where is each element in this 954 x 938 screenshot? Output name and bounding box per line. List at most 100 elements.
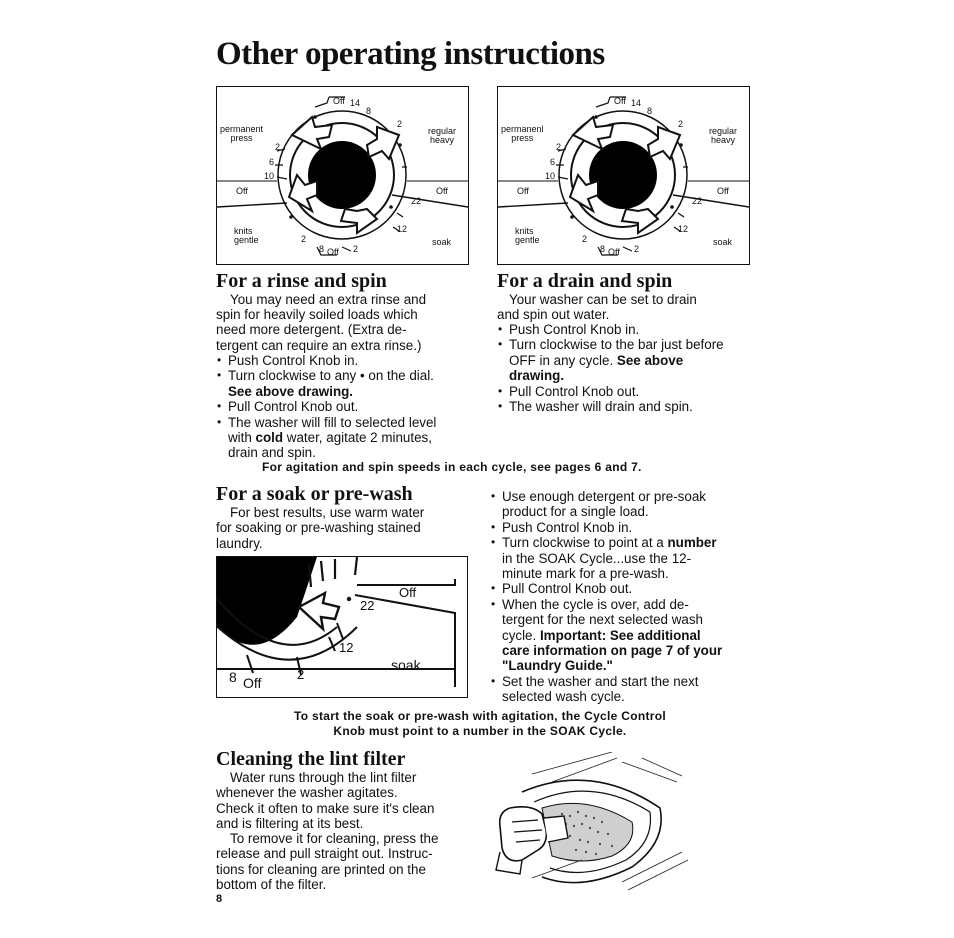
- soak-closeup-off-bottom: Off: [243, 675, 262, 691]
- drain-step: Push Control Knob in.: [497, 322, 724, 338]
- soak-note-line: To start the soak or pre-wash with agita…: [293, 709, 667, 723]
- dial-label-12: 12: [397, 224, 408, 234]
- soak-closeup-8: 8: [229, 669, 237, 685]
- dial-label-2-top: 2: [678, 119, 684, 129]
- dial-label-6: 6: [550, 157, 556, 167]
- soak-intro-line: For best results, use warm water: [230, 505, 425, 520]
- soak-step: Use enough detergent or pre-soakproduct …: [490, 489, 722, 520]
- dial-label-knits-gentle: knits gentle: [515, 226, 540, 245]
- dial-label-2-left: 2: [275, 142, 281, 152]
- dial-label-off-left: Off: [517, 186, 529, 196]
- lint-line: Water runs through the lint filter: [230, 770, 417, 785]
- dial-label-2-bottom: 2: [634, 244, 640, 254]
- dial-label-2-bottom-left: 2: [582, 234, 588, 244]
- section-heading-drain: For a drain and spin: [497, 270, 673, 292]
- soak-intro-line: laundry.: [216, 535, 263, 551]
- dial-label-off-top: Off: [333, 96, 345, 106]
- section-heading-lint: Cleaning the lint filter: [216, 748, 406, 770]
- drain-step: Turn clockwise to the bar just beforeOFF…: [497, 337, 724, 383]
- soak-intro-line: for soaking or pre-washing stained: [216, 520, 421, 536]
- dial-label-6: 6: [269, 157, 275, 167]
- dial-illustration: [498, 96, 749, 256]
- drain-intro-line: Your washer can be set to drain: [509, 292, 697, 307]
- lint-line: Check it often to make sure it's clean: [216, 800, 435, 816]
- lint-line: release and pull straight out. Instruc-: [216, 846, 433, 862]
- section-heading-rinse: For a rinse and spin: [216, 270, 387, 292]
- dial-label-knits-gentle: knits gentle: [234, 226, 259, 245]
- drain-steps: Push Control Knob in. Turn clockwise to …: [497, 322, 724, 415]
- soak-closeup-off: Off: [399, 585, 417, 600]
- soak-note: To start the soak or pre-wash with agita…: [230, 709, 730, 739]
- dial-label-2-left: 2: [556, 142, 562, 152]
- agitation-note: For agitation and spin speeds in each cy…: [262, 460, 642, 474]
- rinse-intro-line: spin for heavily soiled loads which: [216, 307, 418, 322]
- dial-label-off-right: Off: [436, 186, 448, 196]
- rinse-steps: Push Control Knob in. Turn clockwise to …: [216, 353, 436, 461]
- rinse-intro-line: You may need an extra rinse and: [230, 292, 427, 307]
- rinse-step: Push Control Knob in.: [216, 353, 436, 369]
- soak-step: Set the washer and start the nextselecte…: [490, 674, 722, 705]
- rinse-step: The washer will fill to selected levelwi…: [216, 415, 436, 461]
- soak-note-line: Knob must point to a number in the SOAK …: [333, 724, 627, 738]
- dial-label-2-bottom-left: 2: [301, 234, 307, 244]
- soak-dial-illustration: [217, 557, 456, 687]
- dial-label-off-bottom: Off: [608, 247, 620, 257]
- drain-intro-line: and spin out water.: [497, 307, 610, 323]
- dial-label-2-bottom: 2: [353, 244, 359, 254]
- drain-intro: Your washer can be set to drain and spin…: [497, 292, 697, 323]
- dial-illustration: [217, 96, 468, 256]
- page-title: Other operating instructions: [216, 36, 605, 72]
- rinse-intro-line: tergent can require an extra rinse.): [216, 337, 422, 353]
- section-heading-soak: For a soak or pre-wash: [216, 483, 413, 505]
- dial-label-2-top: 2: [397, 119, 403, 129]
- dial-label-8-top: 8: [366, 106, 372, 116]
- soak-steps: Use enough detergent or pre-soakproduct …: [490, 489, 722, 705]
- soak-step: Push Control Knob in.: [490, 520, 722, 536]
- rinse-intro-rest: spin for heavily soiled loads which need…: [216, 307, 421, 353]
- rinse-step: Pull Control Knob out.: [216, 399, 436, 415]
- dial-label-22: 22: [411, 196, 422, 206]
- dial-label-10: 10: [264, 171, 275, 181]
- soak-step: Pull Control Knob out.: [490, 581, 722, 597]
- dial-label-soak: soak: [713, 237, 733, 247]
- drain-step: The washer will drain and spin.: [497, 399, 724, 415]
- lint-filter-illustration: [495, 752, 689, 891]
- lint-line: and is filtering at its best.: [216, 816, 364, 832]
- rinse-step: Turn clockwise to any • on the dial.See …: [216, 368, 436, 399]
- soak-closeup-2: 2: [297, 667, 305, 682]
- lint-line: bottom of the filter.: [216, 877, 327, 893]
- soak-closeup-22: 22: [360, 598, 375, 613]
- dial-label-22: 22: [692, 196, 703, 206]
- dial-label-8-bottom: 8: [319, 244, 325, 254]
- dial-label-8-bottom: 8: [600, 244, 606, 254]
- lint-line: tions for cleaning are printed on the: [216, 861, 426, 877]
- page-number: 8: [216, 893, 223, 905]
- dial-label-permanent-press: permanent press: [220, 124, 264, 143]
- soak-closeup-12: 12: [339, 640, 354, 655]
- dial-diagram-drain: Off 14 8 2 permanenl press regular heavy…: [497, 86, 750, 265]
- lint-line: To remove it for cleaning, press the: [230, 831, 439, 846]
- dial-label-regular-heavy: regular heavy: [709, 126, 738, 145]
- lint-paragraph-1: Water runs through the lint filter whene…: [216, 770, 434, 832]
- soak-dial-closeup: Off 22 12 soak 8 Off 2: [216, 556, 468, 698]
- dial-label-off-bottom: Off: [327, 247, 339, 257]
- soak-closeup-soak: soak: [391, 657, 421, 673]
- soak-step: When the cycle is over, add de-tergent f…: [490, 597, 722, 674]
- lint-paragraph-2: To remove it for cleaning, press the rel…: [216, 831, 438, 893]
- drain-step: Pull Control Knob out.: [497, 384, 724, 400]
- dial-label-off-left: Off: [236, 186, 248, 196]
- dial-label-14: 14: [631, 98, 642, 108]
- dial-label-off-right: Off: [717, 186, 729, 196]
- dial-label-10: 10: [545, 171, 556, 181]
- dial-label-soak: soak: [432, 237, 452, 247]
- dial-label-permanent-press: permanenl press: [501, 124, 544, 143]
- rinse-intro: You may need an extra rinse and: [230, 292, 426, 307]
- lint-line: whenever the washer agitates.: [216, 785, 398, 801]
- dial-label-12: 12: [678, 224, 689, 234]
- dial-label-off-top: Off: [614, 96, 626, 106]
- rinse-intro-line: need more detergent. (Extra de-: [216, 322, 407, 338]
- dial-label-14: 14: [350, 98, 361, 108]
- soak-intro: For best results, use warm water for soa…: [216, 505, 424, 551]
- dial-diagram-rinse: Off 14 8 2 permanent press regular heavy…: [216, 86, 469, 265]
